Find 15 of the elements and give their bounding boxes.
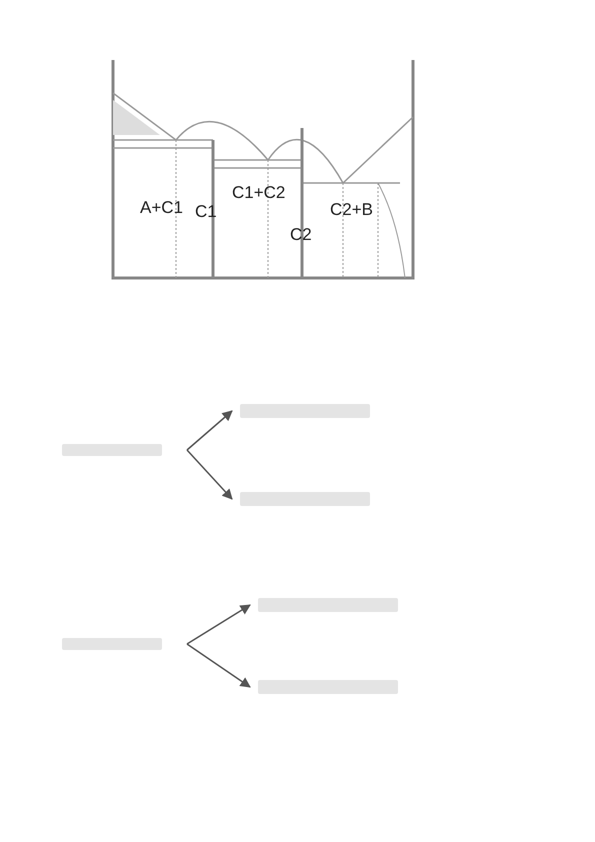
arrow <box>186 604 251 645</box>
phase-region-label: C2+B <box>330 200 373 220</box>
formula-block <box>240 404 370 418</box>
arrow <box>186 410 233 451</box>
formula-block <box>258 598 398 612</box>
formula-block <box>258 680 398 694</box>
formula-block <box>62 638 162 650</box>
arrow <box>186 450 233 500</box>
phase-region-label: A+C1 <box>140 198 183 218</box>
arrow <box>186 643 251 688</box>
formula-block <box>62 444 162 456</box>
formula-block <box>240 492 370 506</box>
phase-region-label: C1+C2 <box>232 183 286 203</box>
phase-region-label: C1 <box>195 202 217 222</box>
phase-region-label: C2 <box>290 225 312 245</box>
